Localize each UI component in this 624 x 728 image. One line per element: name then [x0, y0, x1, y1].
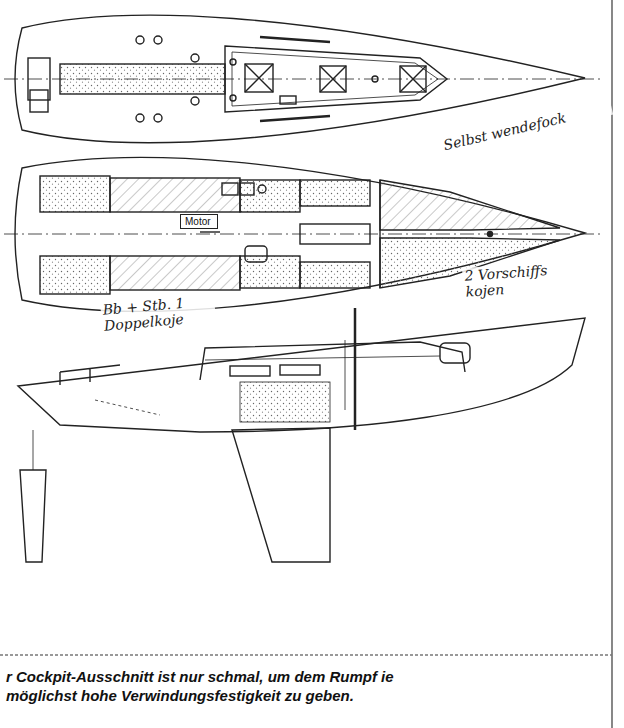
engine-box: Motor — [180, 214, 218, 229]
figure-caption: r Cockpit-Ausschnitt ist nur schmal, um … — [6, 668, 446, 706]
engine-label: Motor — [185, 216, 211, 227]
handwritten-note: Selbst wendefock — [440, 99, 613, 154]
handwritten-note: Bb + Stb. 1 Doppelkoje — [100, 292, 216, 334]
handwritten-note: 2 Vorschiffs kojen — [462, 260, 578, 300]
